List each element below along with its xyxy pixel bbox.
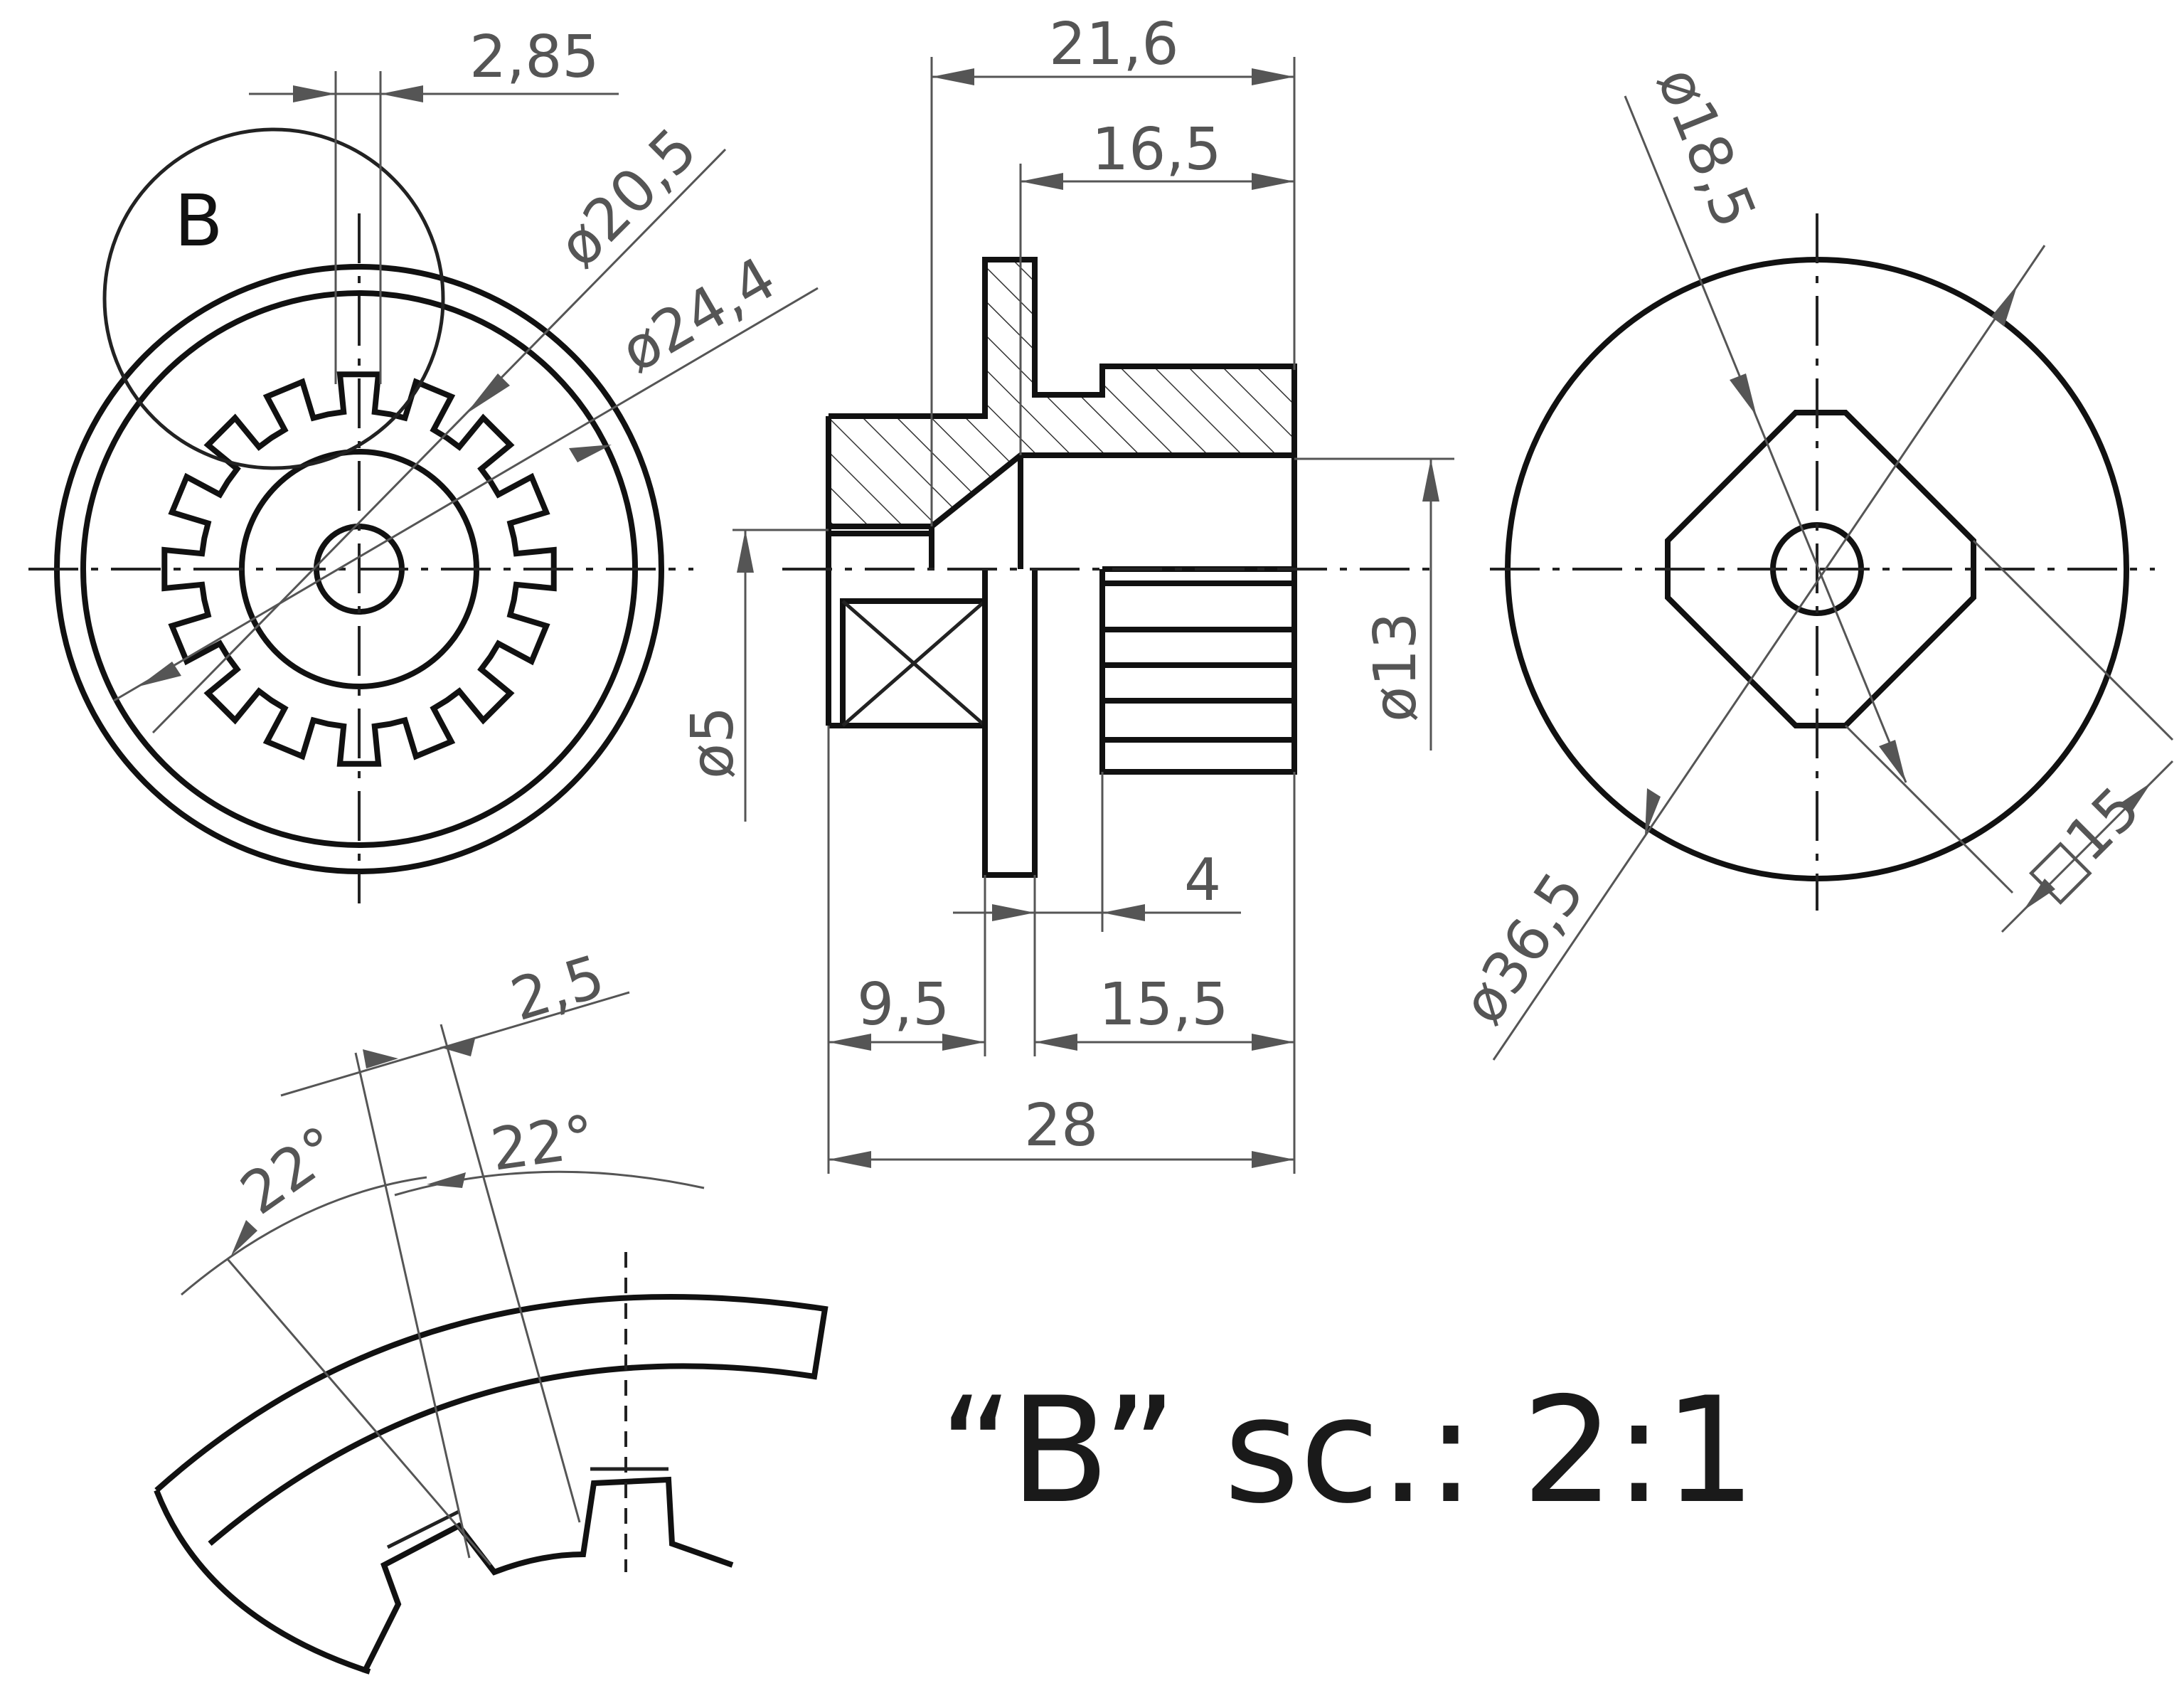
dim-dia-20-5-text: ø20,5 bbox=[545, 115, 710, 280]
dim-16-5-arrow-right bbox=[1252, 173, 1294, 190]
dim-4-text: 4 bbox=[1184, 847, 1221, 914]
dim-dia-20-5-arrow bbox=[466, 373, 510, 414]
dim-21-6-arrow-right bbox=[1252, 68, 1294, 85]
detail-tooth-left-top bbox=[386, 1510, 460, 1549]
section-view: 21,6 16,5 ø5 ø13 4 9,5 15,5 2 bbox=[679, 11, 1454, 1174]
dim-dia-24-4-arrow bbox=[569, 445, 612, 462]
dim-dia-36-5-line bbox=[1492, 245, 2046, 1061]
detail-outer-band bbox=[154, 1294, 829, 1547]
dim-15-5-text: 15,5 bbox=[1099, 971, 1229, 1039]
dim-2-85-arrow-right bbox=[380, 85, 423, 102]
dim-2-5-arrow-left bbox=[363, 1049, 398, 1068]
dim-sq-15-arrow-bottom bbox=[2023, 879, 2055, 911]
dim-9-5-arrow-left bbox=[829, 1034, 871, 1051]
dim-28-arrow-left bbox=[829, 1151, 871, 1168]
section-hatched-area bbox=[829, 260, 1294, 526]
detail-gear-tooth-profile bbox=[363, 1476, 734, 1670]
dim-angle-right-arrow bbox=[427, 1172, 466, 1188]
dim-dia-5-arrow bbox=[737, 530, 754, 573]
side-view: ø18,5 ø36,5 □15 bbox=[1449, 58, 2174, 1061]
section-bearing-cross-2 bbox=[841, 600, 986, 727]
dim-2-5-arrow-right bbox=[440, 1039, 475, 1056]
dim-15-5-arrow-right bbox=[1252, 1034, 1294, 1051]
dim-2-85-arrow-left bbox=[293, 85, 336, 102]
dim-dia-24-4-arrow-2 bbox=[139, 662, 181, 686]
dim-dia-36-5-arrow-bottom bbox=[1645, 788, 1661, 836]
dim-angle-right-text: 22° bbox=[487, 1103, 599, 1184]
dim-4-arrow-left bbox=[992, 904, 1035, 921]
dim-dia-18-5-arrow-2 bbox=[1879, 740, 1906, 783]
dim-sq-15-arrow-top bbox=[2119, 783, 2151, 815]
dim-dia-36-5-text: ø36,5 bbox=[1449, 861, 1598, 1036]
dim-21-6-arrow-left bbox=[932, 68, 974, 85]
dim-28-text: 28 bbox=[1024, 1092, 1098, 1160]
dim-dia-18-5-text: ø18,5 bbox=[1644, 58, 1768, 237]
dim-dia-20-5-line bbox=[151, 148, 727, 734]
dim-4-arrow-right bbox=[1102, 904, 1145, 921]
dim-dia-18-5-line bbox=[1624, 95, 1907, 783]
dim-2-85-text: 2,85 bbox=[469, 23, 600, 91]
dim-angle-left-arc bbox=[181, 1176, 427, 1296]
detail-ext-line-2 bbox=[440, 1024, 581, 1523]
detail-b-label: B bbox=[174, 179, 223, 262]
dim-dia-18-5-arrow bbox=[1730, 373, 1757, 416]
dim-dia-5-text: ø5 bbox=[679, 706, 747, 779]
dim-dia-24-4-text: ø24,4 bbox=[610, 245, 787, 386]
detail-b-view: 2,5 22° 22° bbox=[154, 943, 829, 1675]
dim-9-5-text: 9,5 bbox=[857, 971, 949, 1039]
dim-28-arrow-right bbox=[1252, 1151, 1294, 1168]
detail-lower-arc bbox=[154, 1489, 371, 1675]
dim-dia-24-4-line bbox=[113, 287, 819, 702]
dim-16-5-arrow-left bbox=[1021, 173, 1063, 190]
dim-sq-15-text: □15 bbox=[2014, 774, 2153, 913]
dim-dia-36-5-arrow-top bbox=[1991, 285, 2018, 327]
section-inner-bore-profile bbox=[829, 452, 1294, 529]
dim-21-6-text: 21,6 bbox=[1049, 11, 1179, 78]
dim-16-5-text: 16,5 bbox=[1092, 116, 1222, 184]
ext-sq-15-2 bbox=[1972, 539, 2174, 741]
dim-dia-13-text: ø13 bbox=[1362, 612, 1429, 722]
detail-b-circle bbox=[102, 127, 445, 470]
detail-angle-line-left bbox=[226, 1258, 492, 1566]
dim-angle-left-arrow bbox=[231, 1220, 257, 1256]
ext-sq-15-1 bbox=[1844, 724, 2014, 894]
dim-15-5-arrow-left bbox=[1035, 1034, 1077, 1051]
dim-angle-left-text: 22° bbox=[229, 1113, 353, 1228]
dim-9-5-arrow-right bbox=[942, 1034, 985, 1051]
detail-ext-line-1 bbox=[354, 1052, 471, 1559]
detail-scale-caption: “B” sc.: 2:1 bbox=[939, 1367, 1757, 1536]
dim-2-5-text: 2,5 bbox=[504, 943, 612, 1034]
front-gear-profile bbox=[161, 371, 557, 767]
dim-dia-13-arrow bbox=[1422, 459, 1439, 502]
section-flange-lower bbox=[982, 569, 1038, 878]
